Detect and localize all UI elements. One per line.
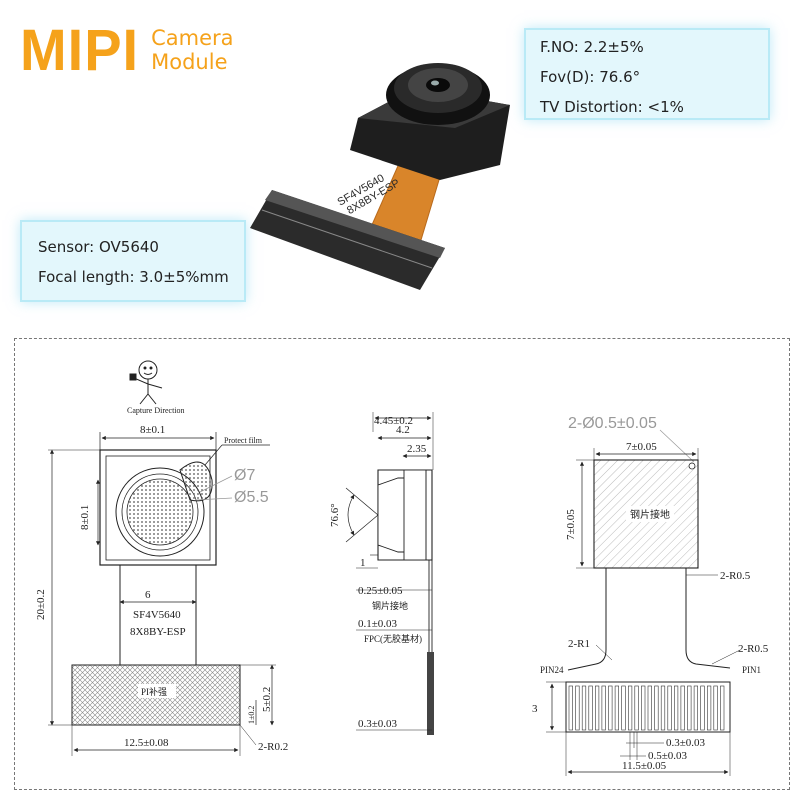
diameter-7-label: Ø7 [234, 467, 255, 484]
connector-finger [634, 685, 639, 731]
capture-direction-figure [129, 360, 163, 405]
pin1-label: PIN1 [742, 665, 761, 675]
brand-title: MIPI Camera Module [20, 16, 234, 83]
spec-fov: Fov(D): 76.6° [540, 68, 641, 86]
pin24-label: PIN24 [540, 665, 564, 675]
connector-finger [654, 685, 659, 731]
radius-r1: 2-R1 [568, 638, 590, 650]
spec-box-sensor: Sensor: OV5640 Focal length: 3.0±5%mm [20, 220, 246, 302]
front-label-line2: 8X8BY-ESP [130, 626, 186, 638]
stiffener-width-dim: 12.5±0.08 [124, 737, 169, 749]
side-view: 4.45±0.2 4.2 2.35 76.6° 1 0.25±0.05 钢片接地… [329, 412, 434, 735]
front-width-dim: 8±0.1 [140, 424, 165, 436]
connector-finger [627, 685, 633, 731]
radius-r0-5-top: 2-R0.5 [720, 570, 751, 582]
flex-width-dim: 6 [145, 589, 151, 601]
fpc-thickness-dim: 0.1±0.03 [358, 618, 398, 630]
pi-thickness-dim: 0.3±0.03 [358, 718, 398, 730]
connector-finger [680, 685, 685, 731]
radius-r0-5-side: 2-R0.5 [738, 643, 769, 655]
diameter-5-5-label: Ø5.5 [234, 489, 269, 506]
connector-finger [713, 685, 718, 731]
connector-finger [568, 685, 573, 731]
spec-distortion: TV Distortion: <1% [540, 98, 684, 116]
fpc-label: FPC(无胶基材) [364, 633, 422, 644]
connector-finger [614, 685, 619, 731]
connector-finger [667, 685, 672, 731]
brand-logo: MIPI [20, 16, 140, 83]
stiffener-height-dim: 5±0.2 [261, 687, 273, 712]
back-width-dim: 7±0.05 [626, 441, 657, 453]
spec-fno: F.NO: 2.2±5% [540, 38, 644, 56]
connector-finger [706, 685, 712, 731]
capture-direction-label: Capture Direction [127, 406, 185, 415]
front-view: Capture Direction 8±0.1 Protect film Ø7 … [35, 360, 288, 756]
steel-thickness-dim: 0.25±0.05 [358, 585, 403, 597]
pitch-dim: 0.5±0.03 [648, 750, 688, 762]
back-height-dim: 7±0.05 [565, 509, 577, 540]
connector-finger [673, 685, 679, 731]
connector-fingers [568, 685, 725, 731]
camera-module-photo: SF4V5640 8X8BY-ESP [250, 63, 510, 290]
spec-sensor: Sensor: OV5640 [38, 238, 159, 256]
side-holder-height-dim: 4.2 [396, 424, 410, 436]
side-lens-height-dim: 2.35 [407, 443, 427, 455]
spec-box-optics: F.NO: 2.2±5% Fov(D): 76.6° TV Distortion… [524, 28, 770, 120]
front-height-dim: 8±0.1 [79, 505, 91, 530]
connector-finger [720, 685, 725, 731]
total-length-dim: 20±0.2 [35, 589, 47, 620]
holes-dim: 2-Ø0.5±0.05 [568, 415, 657, 432]
stiffener-offset-dim: 1±0.2 [247, 706, 256, 724]
connector-finger [647, 685, 652, 731]
brand-subtitle: Camera Module [151, 26, 234, 74]
connector-finger [693, 685, 698, 731]
front-label-line1: SF4V5640 [133, 609, 181, 621]
connector-finger [687, 685, 692, 731]
connector-finger [700, 685, 705, 731]
side-total-height-dim: 4.45±0.2 [374, 415, 413, 427]
corner-radius-label: 2-R0.2 [258, 741, 288, 753]
finger-width-dim: 0.3±0.03 [666, 737, 706, 749]
spec-focal-length: Focal length: 3.0±5%mm [38, 268, 229, 286]
connector-finger [608, 685, 613, 731]
connector-finger [621, 685, 626, 731]
stiffener-label: PI补强 [141, 686, 167, 697]
drawing-frame [14, 338, 790, 790]
connector-finger [581, 685, 587, 731]
connector-finger [575, 685, 580, 731]
back-steel-label: 钢片接地 [630, 508, 670, 521]
side-fov-angle: 76.6° [329, 503, 341, 527]
side-base-dim: 1 [360, 557, 366, 569]
connector-finger [588, 685, 593, 731]
connector-finger [641, 685, 646, 731]
connector-finger [594, 685, 600, 731]
finger-length-dim: 3 [532, 703, 538, 715]
steel-ground-label: 钢片接地 [372, 600, 408, 611]
protect-film-label: Protect film [224, 436, 263, 445]
back-view: 2-Ø0.5±0.05 7±0.05 钢片接地 7±0.05 2-R0.5 2-… [532, 415, 769, 776]
connector-width-dim: 11.5±0.05 [622, 760, 667, 772]
connector-finger [601, 685, 606, 731]
connector-finger [660, 685, 666, 731]
